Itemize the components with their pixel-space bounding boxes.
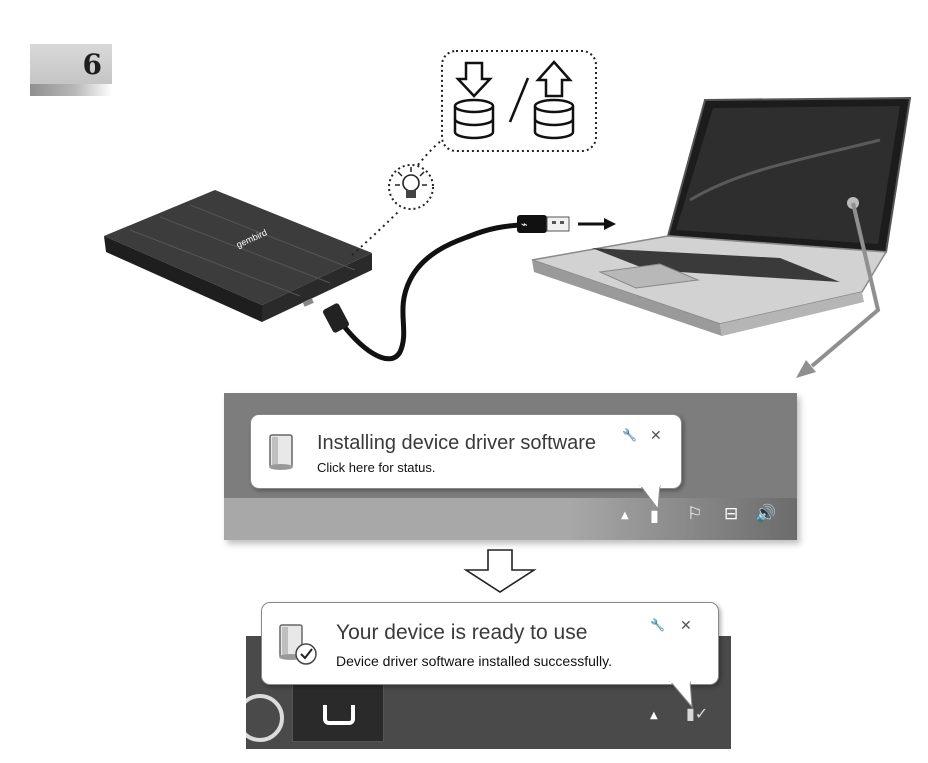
taskbar bbox=[224, 498, 797, 540]
step-number: 6 bbox=[82, 48, 102, 81]
laptop-illustration bbox=[531, 96, 912, 336]
chevron-up-icon[interactable]: ▲ bbox=[650, 710, 658, 721]
data-transfer-box bbox=[441, 50, 597, 152]
speaker-icon[interactable]: 🔊 bbox=[755, 504, 777, 524]
database-icon bbox=[453, 98, 495, 140]
usb-drive-ready-tray-icon[interactable]: ▮✓ bbox=[686, 704, 709, 723]
usb-cable: ⌁ bbox=[323, 215, 616, 362]
notification-message: Device driver software installed success… bbox=[336, 653, 612, 669]
close-icon[interactable]: ✕ bbox=[650, 428, 662, 444]
notification-title: Installing device driver software bbox=[317, 432, 597, 454]
notification-balloon-ready[interactable]: Your device is ready to use Device drive… bbox=[261, 602, 719, 685]
down-arrow-icon bbox=[463, 549, 537, 593]
notification-message: Click here for status. bbox=[317, 460, 436, 475]
light-bulb-icon bbox=[388, 164, 434, 210]
network-icon[interactable]: ⊟ bbox=[724, 504, 739, 524]
wrench-icon[interactable]: 🔧 bbox=[650, 618, 665, 632]
taskbar-screenshot-installing: Installing device driver software Click … bbox=[224, 393, 797, 540]
step-badge: 6 bbox=[30, 44, 112, 96]
usb-icon: ⌁ bbox=[521, 218, 528, 231]
wrench-icon[interactable]: 🔧 bbox=[622, 428, 637, 442]
device-ready-icon bbox=[279, 624, 317, 665]
connection-illustration: gembird bbox=[104, 50, 912, 378]
balloon-pointer bbox=[639, 485, 661, 511]
usb-drive-icon bbox=[269, 434, 293, 470]
taskbar-app-button[interactable] bbox=[292, 684, 384, 742]
flag-icon[interactable]: ⚐ bbox=[687, 504, 703, 524]
start-button-icon[interactable] bbox=[246, 694, 284, 742]
database-icon bbox=[533, 98, 575, 140]
upload-arrow-icon bbox=[535, 60, 573, 98]
external-hdd-illustration: gembird bbox=[104, 190, 372, 322]
balloon-pointer bbox=[669, 681, 693, 709]
close-icon[interactable]: ✕ bbox=[680, 618, 692, 634]
chevron-up-icon[interactable]: ▲ bbox=[621, 510, 629, 521]
usb-drive-tray-icon[interactable]: ▮ bbox=[650, 506, 659, 525]
notification-title: Your device is ready to use bbox=[336, 621, 588, 644]
pointer-arrow bbox=[796, 202, 881, 378]
notification-balloon-installing[interactable]: Installing device driver software Click … bbox=[250, 414, 682, 489]
download-arrow-icon bbox=[455, 61, 493, 98]
